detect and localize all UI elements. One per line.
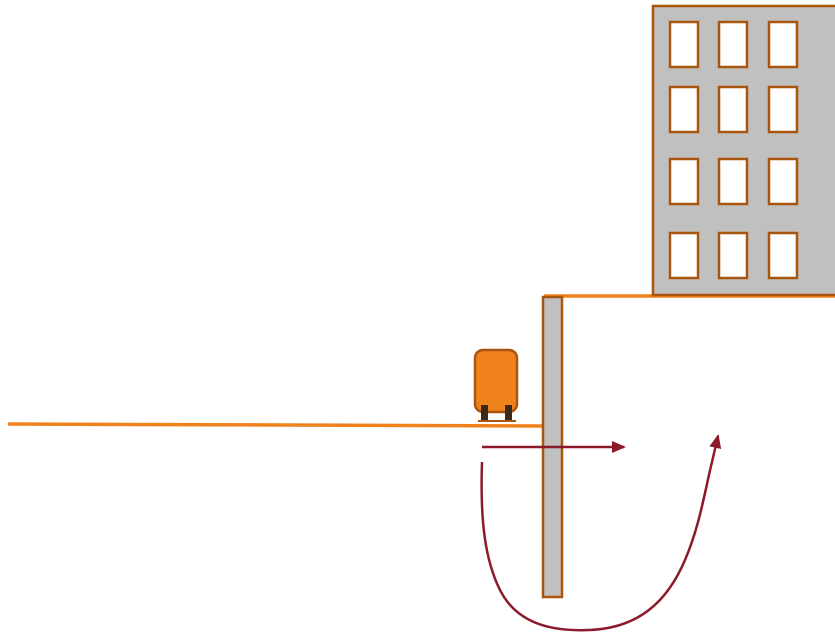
building-window	[670, 87, 698, 132]
building	[653, 6, 835, 295]
machine-body	[475, 350, 517, 412]
building-window	[769, 159, 797, 204]
building-window	[719, 159, 747, 204]
machine-wheel-left	[481, 405, 488, 422]
building-window	[769, 87, 797, 132]
building-window	[670, 233, 698, 278]
building-window	[769, 22, 797, 67]
machine	[475, 350, 517, 422]
building-window	[719, 87, 747, 132]
machine-wheel-right	[505, 405, 512, 422]
curved-arrow	[482, 436, 718, 630]
building-window	[670, 22, 698, 67]
building-window	[719, 22, 747, 67]
lower-ground-line	[8, 424, 544, 426]
building-window	[670, 159, 698, 204]
building-window	[719, 233, 747, 278]
building-window	[769, 233, 797, 278]
